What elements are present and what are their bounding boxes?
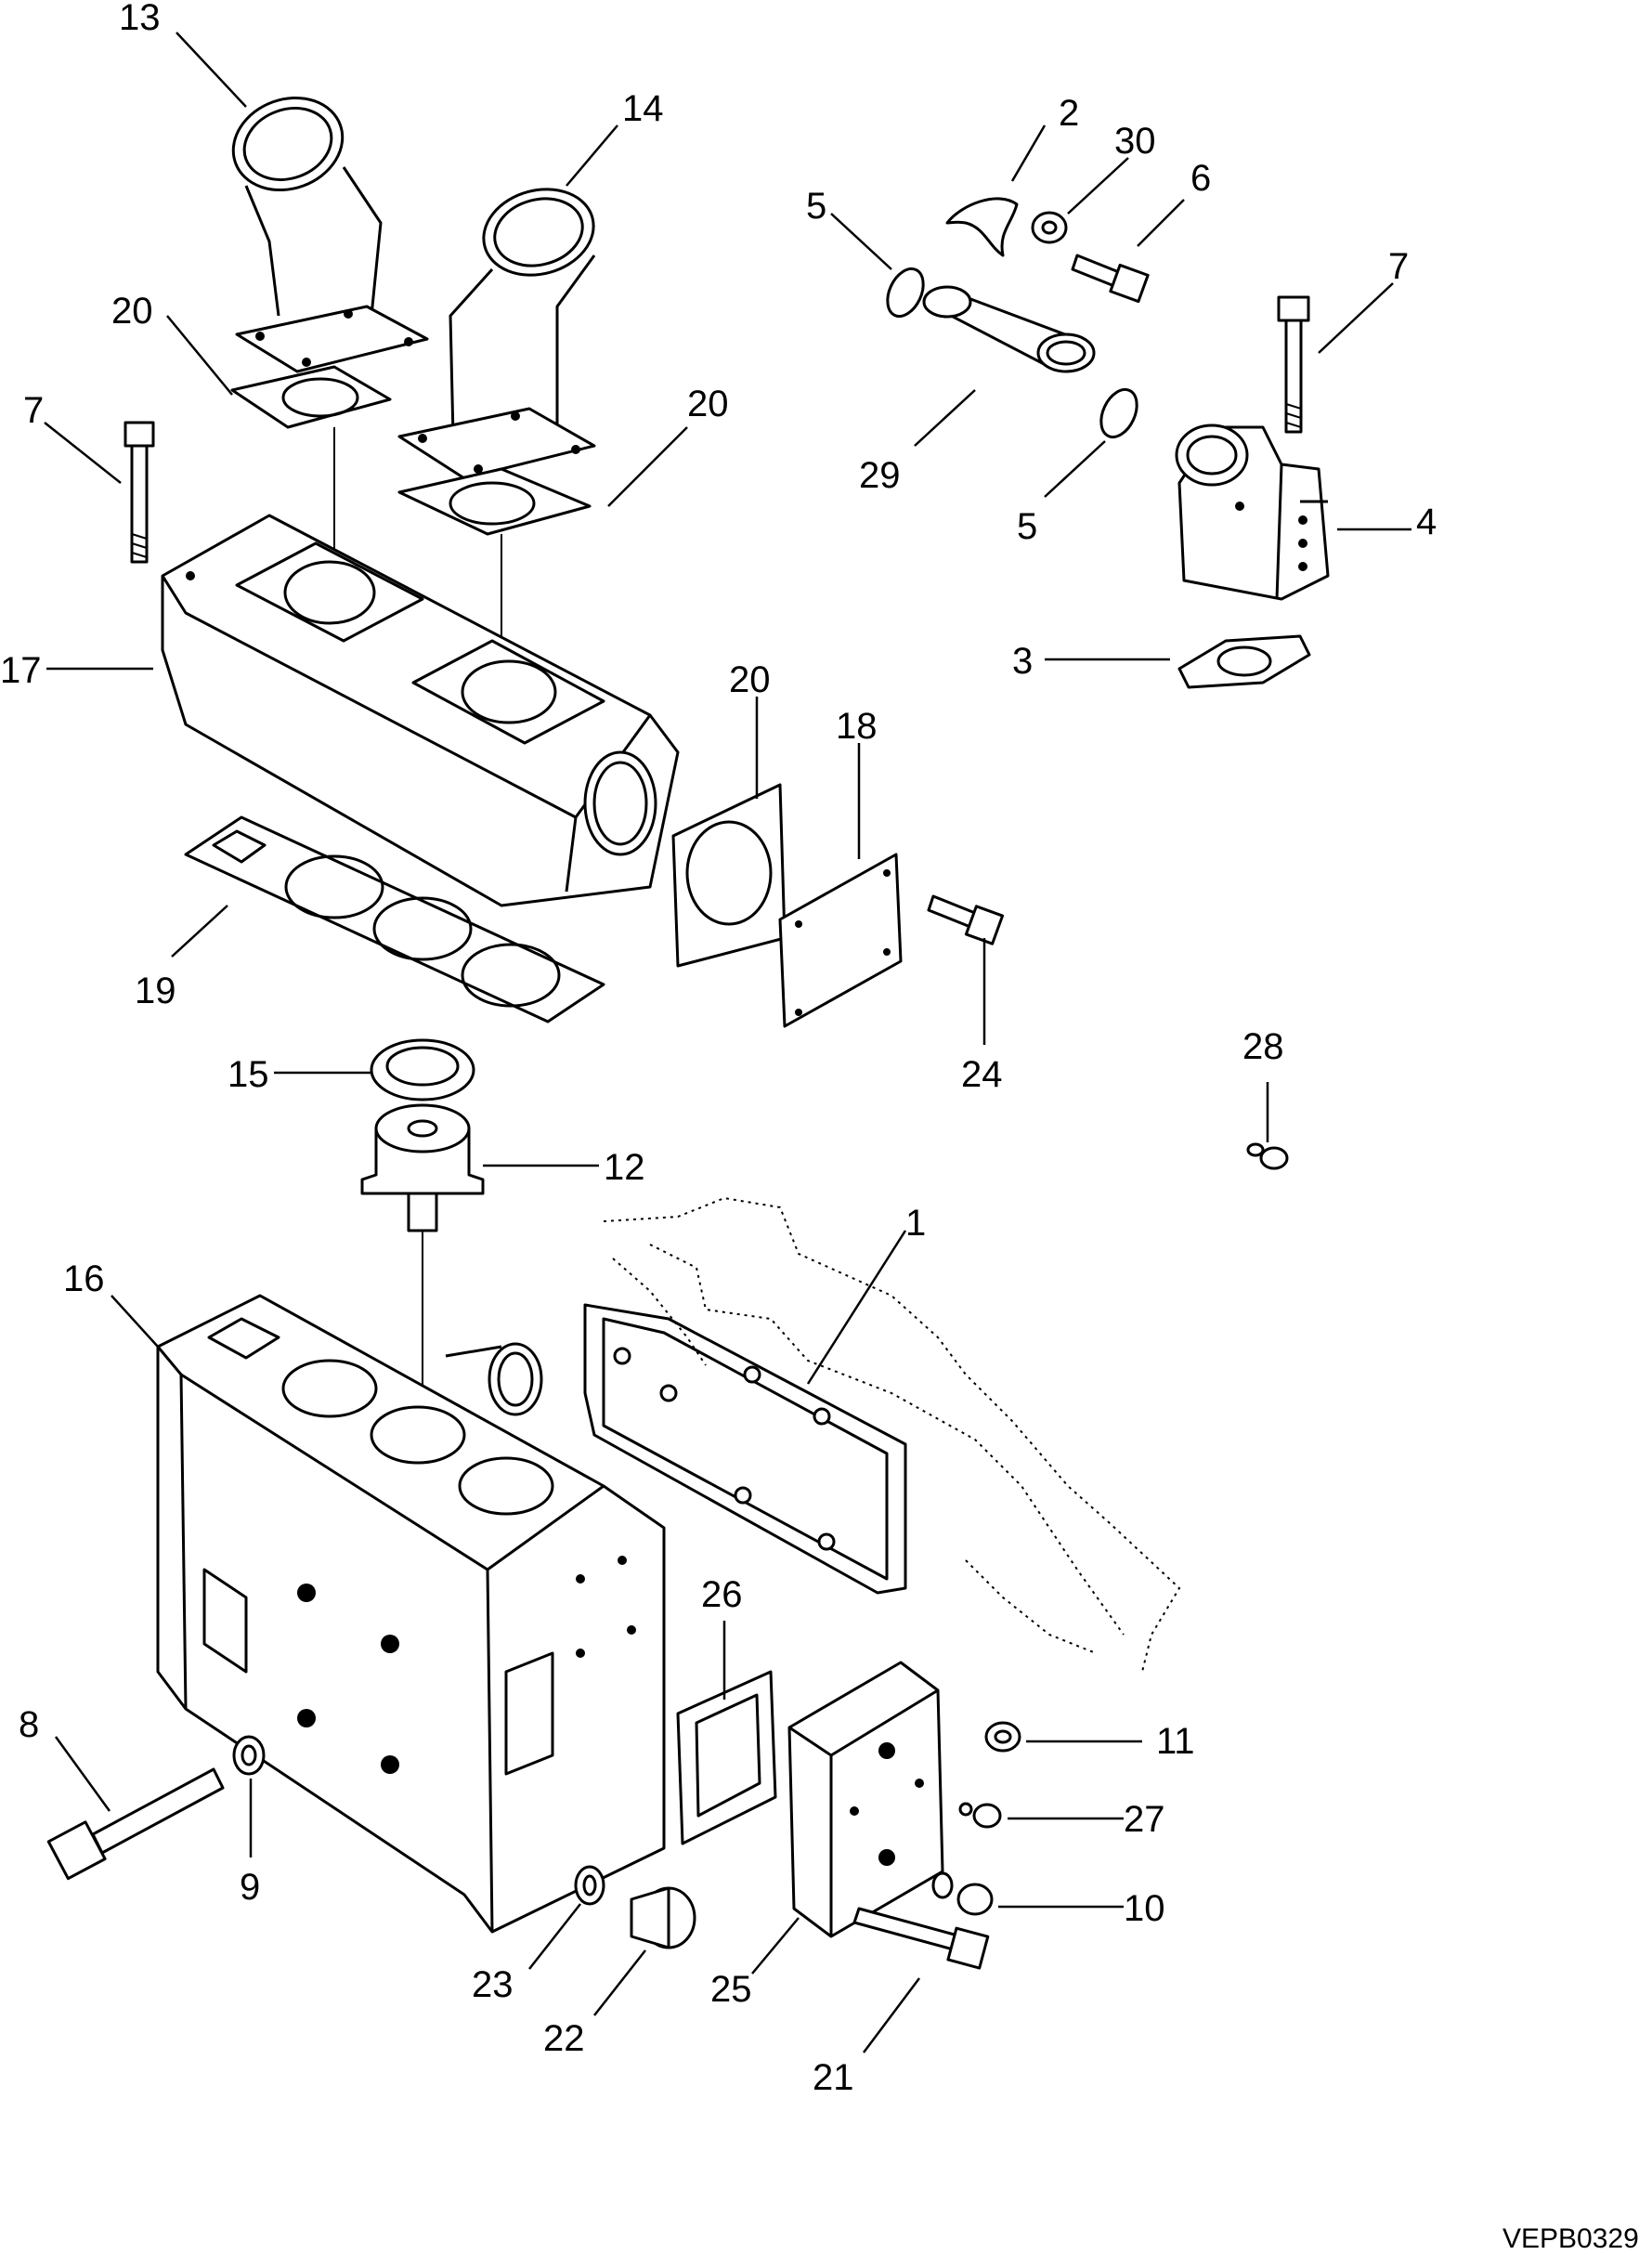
callout-26: 26 (701, 1574, 743, 1615)
callout-16: 16 (63, 1258, 105, 1299)
callout-15: 15 (228, 1054, 269, 1095)
gasket-1 (583, 1303, 907, 1595)
callout-4: 4 (1416, 502, 1437, 542)
o-ring-5-lower (1099, 387, 1138, 439)
drawing-code: VEPB0329 (1502, 2223, 1639, 2254)
bolt-21 (852, 1907, 990, 1970)
plug-10 (931, 1871, 994, 1916)
callout-18: 18 (836, 706, 878, 747)
cover-25 (787, 1661, 944, 1938)
callout-29: 29 (859, 455, 901, 496)
outlet-pipe-13 (231, 96, 429, 373)
callout-7-left: 7 (23, 390, 44, 431)
callout-9: 9 (240, 1867, 260, 1908)
callout-30: 30 (1114, 121, 1156, 162)
thermostat-12 (360, 1103, 485, 1232)
callout-10: 10 (1124, 1888, 1165, 1929)
callout-20-upper-left: 20 (111, 291, 153, 332)
engine-outline-dotted (603, 1196, 1181, 1673)
gasket-3 (1177, 634, 1311, 689)
callout-7-right: 7 (1388, 246, 1409, 287)
plug-27 (958, 1802, 1002, 1829)
callout-13: 13 (119, 0, 161, 38)
cover-plate-18 (778, 853, 903, 1028)
bolt-6 (1071, 254, 1150, 304)
gasket-20-upper-left (230, 365, 392, 429)
callout-3: 3 (1012, 641, 1033, 682)
bolt-8 (46, 1767, 225, 1881)
callout-6: 6 (1190, 158, 1211, 199)
callout-21: 21 (813, 2057, 854, 2098)
callout-19: 19 (135, 971, 176, 1011)
callout-8: 8 (19, 1704, 39, 1745)
washer-23 (574, 1865, 605, 1906)
gasket-26 (676, 1670, 777, 1845)
callout-22: 22 (543, 2018, 585, 2059)
leader-lines (44, 32, 1411, 2053)
callout-11: 11 (1156, 1721, 1195, 1762)
callout-17: 17 (0, 650, 42, 691)
callout-12: 12 (604, 1147, 645, 1188)
gasket-20-side (671, 783, 787, 968)
washer-30 (1031, 211, 1068, 244)
bolt-7-left (124, 421, 155, 564)
water-outlet-4 (1175, 424, 1330, 601)
callout-25: 25 (710, 1969, 752, 2010)
washer-9 (232, 1735, 266, 1776)
callout-27: 27 (1124, 1799, 1165, 1840)
callout-23: 23 (472, 1964, 514, 2005)
clip-2 (945, 197, 1019, 257)
bolt-7-right (1277, 295, 1310, 434)
cylinder-head-16 (156, 1294, 666, 1934)
callout-2: 2 (1059, 93, 1079, 134)
callout-20-side: 20 (729, 659, 771, 700)
gasket-20-upper-right (397, 467, 592, 536)
seal-15 (370, 1038, 475, 1101)
outlet-pipe-14 (397, 188, 596, 480)
callout-5-lower: 5 (1017, 506, 1037, 547)
plug-28 (1246, 1142, 1289, 1170)
thermostat-housing-17 (161, 514, 680, 907)
plug-22 (630, 1886, 696, 1949)
gasket-19 (184, 815, 605, 1023)
nut-11 (984, 1721, 1021, 1753)
bolt-24 (927, 894, 1005, 945)
callout-20-upper-right: 20 (687, 384, 729, 424)
callout-28: 28 (1242, 1026, 1284, 1067)
callout-1: 1 (905, 1203, 926, 1244)
pipe-29 (922, 285, 1096, 373)
o-ring-5-upper (886, 267, 925, 319)
callout-14: 14 (622, 88, 664, 129)
callout-24: 24 (961, 1054, 1003, 1095)
callout-5-upper: 5 (806, 186, 826, 227)
